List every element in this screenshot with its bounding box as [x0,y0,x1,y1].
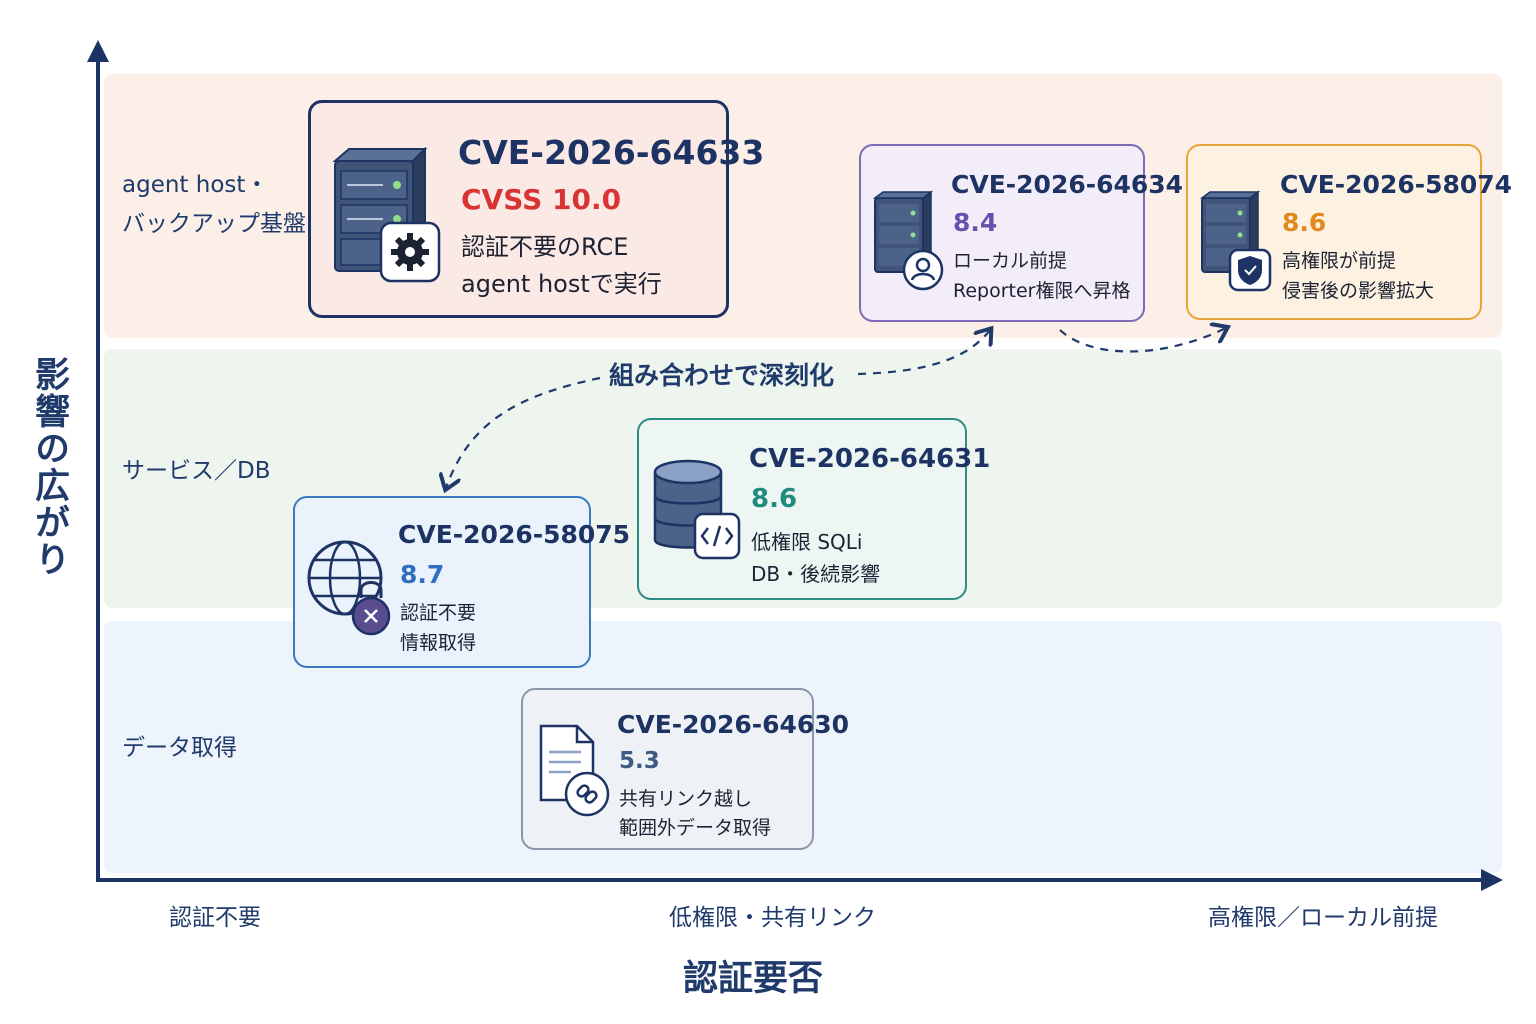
card-desc-line2: 情報取得 [400,632,477,654]
cve-id: CVE-2026-64634 [951,170,1184,199]
globe-lock-icon [307,540,391,636]
document-link-icon [539,724,610,817]
row-label-service-db: サービス／DB [122,458,271,484]
combo-label: 組み合わせで深刻化 [605,356,839,392]
x-axis-title: 認証要否 [683,959,824,999]
cve-id: CVE-2026-58075 [398,520,631,549]
card-desc-line1: 低権限 SQLi [751,530,863,554]
cvss-score: 5.3 [619,748,660,774]
y-axis-title: 影響の広がり [29,356,69,578]
card-desc-line2: DB・後続影響 [751,562,881,586]
cve-card-64634: CVE-2026-64634 8.4 ローカル前提 Reporter権限へ昇格 [859,144,1183,322]
x-tick-low-priv: 低権限・共有リンク [669,905,876,931]
card-desc-line2: agent hostで実行 [461,270,662,298]
x-tick-no-auth: 認証不要 [169,905,261,931]
server-user-icon [873,190,944,291]
cve-id: CVE-2026-64633 [458,133,765,172]
card-desc-line1: ローカル前提 [953,250,1068,272]
row-label-agent-host: agent host・ [122,172,269,198]
escalation-arrow [1059,328,1226,353]
card-desc-line1: 認証不要のRCE [461,233,629,261]
cve-id: CVE-2026-64631 [749,444,991,474]
card-desc-line2: Reporter権限へ昇格 [953,280,1131,302]
cve-card-64633: CVE-2026-64633 CVSS 10.0 認証不要のRCE agent … [308,100,764,318]
cve-card-64631: CVE-2026-64631 8.6 低権限 SQLi DB・後続影響 [637,418,990,600]
cve-card-58075: CVE-2026-58075 8.7 認証不要 情報取得 [293,496,630,668]
cvss-score: 8.6 [1282,208,1327,237]
cvss-score: 8.4 [953,208,998,237]
server-shield-icon [1200,190,1272,292]
card-desc-line2: 侵害後の影響拡大 [1282,280,1435,302]
combo-arrow-left [446,376,601,488]
y-axis-arrow [87,40,109,62]
x-tick-high-priv: 高権限／ローカル前提 [1208,905,1438,931]
combo-arrow-right [857,330,990,376]
row-label-backup: バックアップ基盤 [122,211,306,237]
card-desc-line1: 高権限が前提 [1282,250,1397,272]
x-axis-arrow [1481,869,1503,891]
card-desc-line1: 認証不要 [400,602,477,624]
cve-card-64630: CVE-2026-64630 5.3 共有リンク越し 範囲外データ取得 [521,688,849,850]
cve-card-58074: CVE-2026-58074 8.6 高権限が前提 侵害後の影響拡大 [1186,144,1512,320]
database-code-icon [653,459,741,560]
cvss-score: CVSS 10.0 [461,183,622,216]
card-desc-line1: 共有リンク越し [619,788,753,810]
server-gear-icon [333,147,441,283]
row-label-data: データ取得 [122,735,237,761]
cvss-score: 8.6 [751,484,798,514]
cve-id: CVE-2026-58074 [1280,170,1513,199]
cvss-score: 8.7 [400,560,445,589]
card-desc-line2: 範囲外データ取得 [619,817,772,839]
cve-id: CVE-2026-64630 [617,710,850,739]
